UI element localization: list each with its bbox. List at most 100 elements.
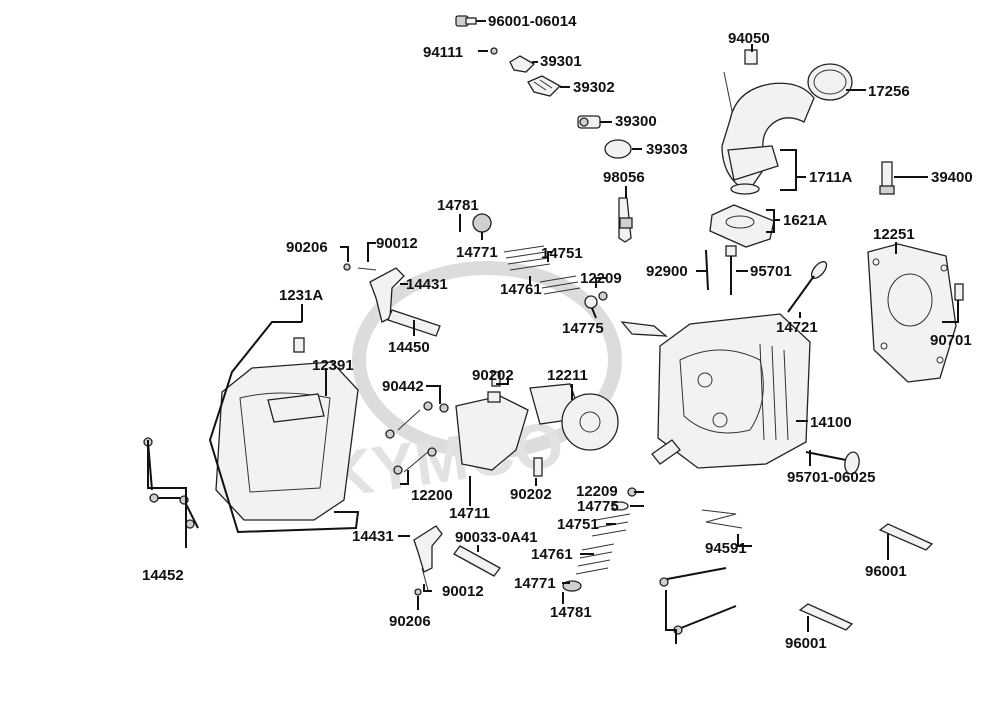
retainer-14771-top bbox=[472, 213, 492, 233]
bolt-95701 bbox=[725, 245, 737, 295]
part-90033-0A41 bbox=[701, 509, 743, 529]
label-12251: 12251 bbox=[873, 226, 915, 243]
label-12200: 14100 bbox=[810, 414, 852, 431]
label-95701-06025: 14452 bbox=[142, 567, 184, 584]
cylinder-head-12200 bbox=[657, 313, 811, 469]
cylinder-head-cover-1231A bbox=[215, 337, 359, 521]
label-12209-bottom: 12209 bbox=[576, 483, 618, 500]
label-98056: 98056 bbox=[603, 169, 645, 186]
label-14751-bottom: 14751 bbox=[557, 516, 599, 533]
label-39302: 39302 bbox=[573, 79, 615, 96]
pin-90012-top bbox=[357, 267, 377, 271]
label-39400: 39400 bbox=[931, 169, 973, 186]
part-94591-top bbox=[878, 523, 934, 551]
label-14711: 95701-06025 bbox=[787, 469, 875, 486]
label-90033-0A41: 94591 bbox=[705, 540, 747, 557]
part-39300 bbox=[577, 115, 601, 129]
head-gasket-12251 bbox=[867, 243, 957, 383]
label-14771-bottom: 14771 bbox=[514, 575, 556, 592]
label-1621A: 1621A bbox=[783, 212, 827, 229]
screw-96001-06014 bbox=[455, 15, 477, 27]
cover-bracket-outline bbox=[208, 321, 360, 534]
valve-spring-top-14751 bbox=[503, 245, 551, 271]
label-14761-bottom: 14761 bbox=[531, 546, 573, 563]
label-12211: 14711 bbox=[449, 505, 490, 522]
dowel-90701-mid bbox=[491, 371, 501, 387]
valve-14721 bbox=[787, 261, 828, 313]
valve-spring-bottom-14761 bbox=[575, 543, 615, 575]
label-14100: 12211 bbox=[547, 367, 588, 384]
stud-92900 bbox=[705, 249, 709, 291]
label-94111: 94111 bbox=[423, 44, 463, 61]
label-90442: 90442 bbox=[382, 378, 424, 395]
label-39303: 39303 bbox=[646, 141, 688, 158]
seal-12209-top bbox=[598, 291, 608, 301]
cam-holder-12211 bbox=[455, 391, 529, 471]
spark-plug-98056 bbox=[618, 197, 633, 243]
part-94591-bottom bbox=[798, 603, 854, 631]
camshaft-14100 bbox=[529, 383, 619, 451]
label-90206-bottom: 90206 bbox=[389, 613, 431, 630]
rocker-arm-14431-top bbox=[369, 267, 405, 323]
stud-96001-a bbox=[661, 567, 727, 581]
dowels-90442 bbox=[385, 401, 449, 475]
dowel-90701-right bbox=[954, 283, 964, 301]
washer-90206-top bbox=[343, 263, 351, 271]
seal-14775-bottom bbox=[611, 501, 629, 511]
label-14452: 90033-0A41 bbox=[455, 529, 538, 546]
valve-14711 bbox=[805, 451, 860, 475]
sensor-39400 bbox=[879, 161, 895, 195]
rocker-arm-14431-bottom bbox=[413, 525, 443, 573]
label-14431-bottom: 14431 bbox=[352, 528, 394, 545]
label-90701-mid: 90202 bbox=[472, 367, 514, 384]
label-1711A: 1711A bbox=[809, 169, 853, 186]
valve-spring-top-14761 bbox=[539, 275, 581, 295]
gasket-39303 bbox=[604, 139, 632, 159]
label-14761-top: 14761 bbox=[500, 281, 542, 298]
label-90701-right: 90701 bbox=[930, 332, 972, 349]
intake-manifold-1711A bbox=[721, 49, 815, 195]
label-14781-top: 14781 bbox=[437, 197, 479, 214]
label-90701-left: 90202 bbox=[510, 486, 552, 503]
label-14781-bottom: 14781 bbox=[550, 604, 592, 621]
label-90012-top: 90012 bbox=[376, 235, 418, 252]
washer-90206-bottom bbox=[414, 588, 422, 596]
label-14450: 14450 bbox=[388, 339, 430, 356]
label-90012-bottom: 90012 bbox=[442, 583, 484, 600]
label-90206-top: 90206 bbox=[286, 239, 328, 256]
shaft-14452 bbox=[453, 545, 501, 577]
part-labels: 96001-06014 94111 39301 39302 39300 3930… bbox=[142, 13, 973, 652]
label-14751-top: 14751 bbox=[541, 245, 583, 262]
label-12391: 12391 bbox=[312, 357, 354, 374]
label-94591-top: 96001 bbox=[865, 563, 907, 580]
label-14775-top: 14775 bbox=[562, 320, 604, 337]
clamp-17256 bbox=[807, 63, 853, 101]
bolts-95701-06025 bbox=[143, 437, 199, 529]
leader-lines bbox=[147, 20, 959, 644]
washer-94111 bbox=[490, 47, 498, 55]
label-94591-bottom: 96001 bbox=[785, 635, 827, 652]
valve-guide-part bbox=[620, 321, 681, 465]
label-39301: 39301 bbox=[540, 53, 582, 70]
label-1231A: 1231A bbox=[279, 287, 323, 304]
label-12209-top: 12209 bbox=[580, 270, 622, 287]
label-14771-top: 14771 bbox=[456, 244, 498, 261]
gasket-1621A bbox=[709, 204, 775, 248]
stud-96001-b bbox=[675, 605, 737, 631]
label-17256: 17256 bbox=[868, 83, 910, 100]
part-39301 bbox=[509, 55, 536, 73]
label-90202: 12200 bbox=[411, 487, 453, 504]
label-92900: 92900 bbox=[646, 263, 688, 280]
dowel-90701-left bbox=[533, 457, 543, 477]
label-39300: 39300 bbox=[615, 113, 657, 130]
label-95701: 95701 bbox=[750, 263, 792, 280]
seal-14775-top bbox=[584, 295, 598, 309]
part-39302 bbox=[527, 75, 562, 97]
label-96001-06014: 96001-06014 bbox=[488, 13, 577, 30]
label-94050: 94050 bbox=[728, 30, 770, 47]
label-14721: 14721 bbox=[776, 319, 818, 336]
label-14775-bottom: 14775 bbox=[577, 498, 619, 515]
label-14431-top: 14431 bbox=[406, 276, 448, 293]
pin-90012-bottom bbox=[421, 567, 429, 591]
